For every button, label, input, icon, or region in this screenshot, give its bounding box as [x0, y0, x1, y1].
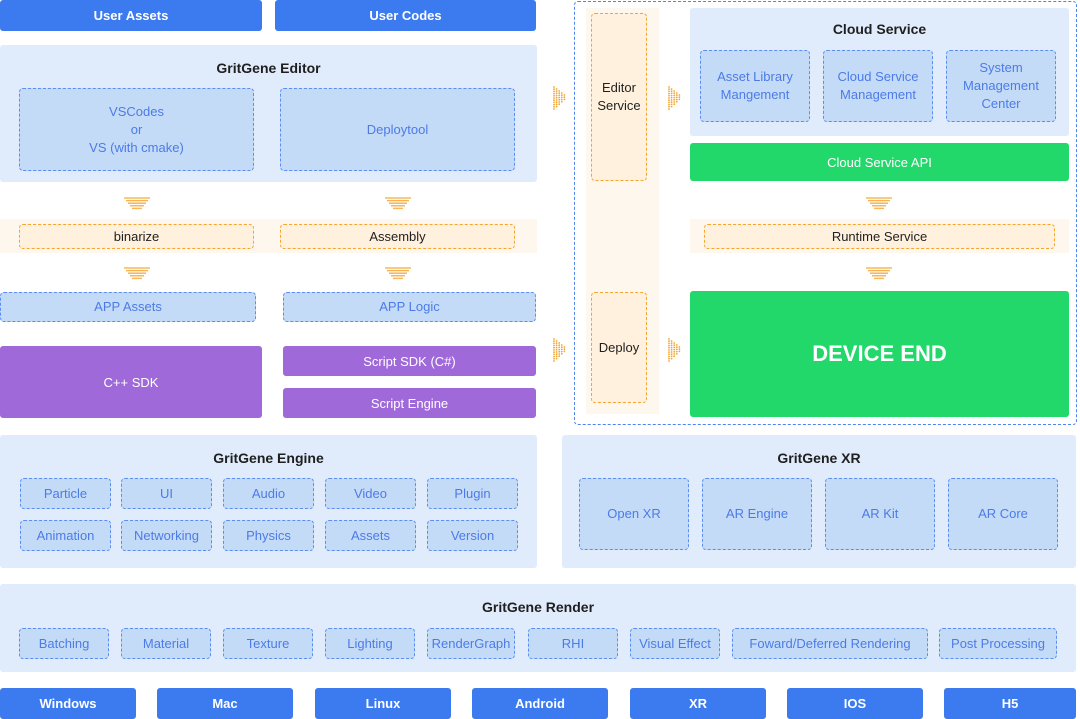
editor-service-line1: Editor: [602, 80, 636, 95]
render-title: GritGene Render: [481, 599, 595, 615]
system-mgmt-line1: System: [979, 60, 1023, 75]
cloud-service-title: Cloud Service: [832, 21, 927, 37]
platform-bar: Windows: [0, 688, 136, 719]
xr-title: GritGene XR: [777, 450, 861, 466]
render-module-box: Visual Effect: [630, 628, 720, 659]
render-module-box: Post Processing: [939, 628, 1057, 659]
render-module-box: Lighting: [325, 628, 415, 659]
engine-module-box: Plugin: [427, 478, 518, 509]
script-sdk-box: Script SDK (C#): [283, 346, 536, 376]
arrow-down-icon: [866, 196, 892, 210]
engine-module-box: Animation: [20, 520, 111, 551]
assembly-box: Assembly: [280, 224, 515, 249]
platform-bar: XR: [630, 688, 766, 719]
render-module-box: Batching: [19, 628, 109, 659]
app-logic-box: APP Logic: [283, 292, 536, 322]
binarize-box: binarize: [19, 224, 254, 249]
render-module-box: Material: [121, 628, 211, 659]
asset-library-box: Asset Library Mangement: [700, 50, 810, 122]
system-mgmt-line2: Management: [963, 78, 1039, 93]
arrow-down-icon: [124, 196, 150, 210]
engine-module-box: Version: [427, 520, 518, 551]
asset-library-line2: Mangement: [720, 87, 790, 102]
asset-library-line1: Asset Library: [717, 69, 793, 84]
platform-bar: H5: [944, 688, 1076, 719]
render-module-box: Foward/Deferred Rendering: [732, 628, 928, 659]
platform-bar: Android: [472, 688, 608, 719]
vscodes-line: VSCodes: [109, 103, 164, 119]
cloud-service-mgmt-line2: Management: [840, 87, 916, 102]
vscodes-or-line: or: [130, 121, 143, 137]
editor-title: GritGene Editor: [216, 60, 321, 76]
system-management-box: System Management Center: [946, 50, 1056, 122]
engine-module-box: Particle: [20, 478, 111, 509]
engine-module-box: Assets: [325, 520, 416, 551]
arrow-down-icon: [385, 266, 411, 280]
cloud-service-mgmt-line1: Cloud Service: [837, 69, 919, 84]
engine-module-box: Physics: [223, 520, 314, 551]
render-module-box: RHI: [528, 628, 618, 659]
xr-module-box: AR Engine: [702, 478, 812, 550]
platform-bar: IOS: [787, 688, 923, 719]
user-codes-bar: User Codes: [275, 0, 536, 31]
render-module-box: RenderGraph: [427, 628, 515, 659]
script-engine-box: Script Engine: [283, 388, 536, 418]
vscodes-box: VSCodes or VS (with cmake): [19, 88, 254, 171]
editor-service-line2: Service: [597, 98, 641, 113]
app-assets-box: APP Assets: [0, 292, 256, 322]
cpp-sdk-box: C++ SDK: [0, 346, 262, 418]
cloud-service-management-box: Cloud Service Management: [823, 50, 933, 122]
runtime-service-box: Runtime Service: [704, 224, 1055, 249]
platform-bar: Linux: [315, 688, 451, 719]
arrow-down-icon: [866, 266, 892, 280]
service-container: [574, 1, 1077, 425]
arrow-right-icon: [667, 84, 683, 110]
deploy-box: Deploy: [591, 292, 647, 403]
render-module-box: Texture: [223, 628, 313, 659]
cloud-service-api-box: Cloud Service API: [690, 143, 1069, 181]
engine-module-box: Audio: [223, 478, 314, 509]
engine-module-box: Video: [325, 478, 416, 509]
arrow-right-icon: [552, 84, 568, 110]
engine-title: GritGene Engine: [213, 450, 324, 466]
arrow-down-icon: [385, 196, 411, 210]
engine-module-box: Networking: [121, 520, 212, 551]
xr-module-box: AR Kit: [825, 478, 935, 550]
xr-module-box: AR Core: [948, 478, 1058, 550]
platform-bar: Mac: [157, 688, 293, 719]
device-end-box: DEVICE END: [690, 291, 1069, 417]
arrow-right-icon: [552, 336, 568, 362]
arrow-right-icon: [667, 336, 683, 362]
editor-service-box: Editor Service: [591, 13, 647, 181]
engine-module-box: UI: [121, 478, 212, 509]
xr-module-box: Open XR: [579, 478, 689, 550]
user-assets-bar: User Assets: [0, 0, 262, 31]
deploytool-box: Deploytool: [280, 88, 515, 171]
vs-cmake-line: VS (with cmake): [89, 139, 184, 155]
arrow-down-icon: [124, 266, 150, 280]
system-mgmt-line3: Center: [981, 96, 1021, 111]
